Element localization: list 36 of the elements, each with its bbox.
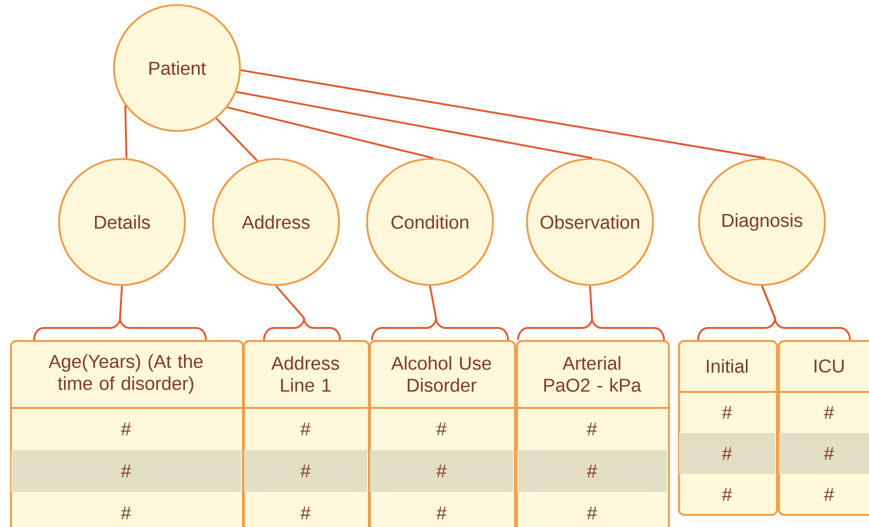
column-header: Age(Years) (At the time of disorder)	[48, 354, 203, 394]
column-header: Arterial PaO2 - kPa	[544, 356, 642, 392]
table-cell: #	[722, 447, 732, 460]
table-cell: #	[824, 406, 834, 419]
column-header: Address Line 1	[271, 356, 340, 392]
connector-line	[216, 118, 258, 162]
table-cell: #	[120, 422, 132, 436]
table-cell: #	[722, 488, 732, 501]
table-column	[778, 340, 869, 516]
table-column	[678, 340, 778, 516]
table-cell: #	[120, 464, 132, 478]
connector-line	[124, 106, 128, 158]
table-column	[243, 340, 370, 527]
table-cell: #	[722, 406, 732, 419]
bracket-connector	[371, 285, 509, 341]
table-cell: #	[300, 422, 311, 436]
connector-line	[236, 91, 592, 160]
table-cell: #	[436, 422, 447, 436]
connector-line	[227, 106, 434, 160]
column-header: Alcohol Use Disorder	[391, 356, 491, 392]
table-cell: #	[824, 447, 834, 460]
table-cell: #	[824, 488, 834, 501]
table-cell: #	[436, 506, 447, 520]
column-header: ICU	[814, 359, 844, 373]
table-cell: #	[120, 506, 132, 520]
table-cell: #	[300, 506, 311, 520]
column-header: Initial	[706, 359, 748, 373]
table-cell: #	[586, 422, 598, 436]
table-cell: #	[436, 464, 447, 478]
table-column	[516, 340, 670, 527]
table-column	[10, 340, 244, 527]
table-cell: #	[586, 464, 598, 478]
table-cell: #	[586, 506, 598, 520]
connector-line	[240, 69, 766, 160]
table-cell: #	[300, 464, 311, 478]
table-column	[369, 340, 516, 527]
